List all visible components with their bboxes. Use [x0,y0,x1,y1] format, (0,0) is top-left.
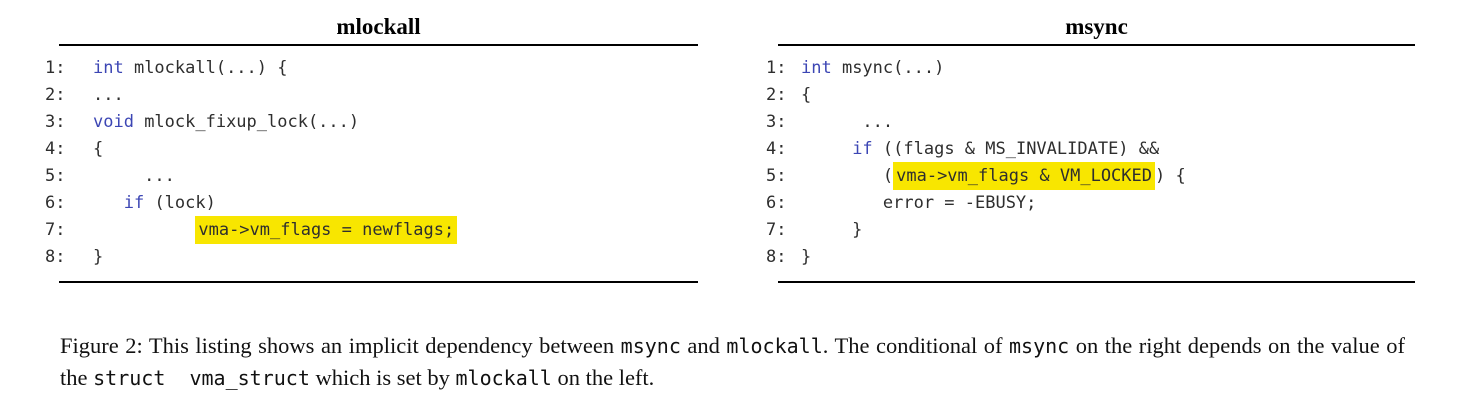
code-line: 6: error = -EBUSY; [766,190,1415,217]
top-rule [59,44,698,46]
keyword-token: void [93,112,134,132]
code-line: 2:... [45,82,698,109]
code-text: ( [801,166,894,186]
code-text: } [93,247,104,267]
panel-title-mlockall: mlockall [336,14,421,39]
code-line: 8:} [766,244,1415,271]
bottom-rule [778,281,1415,283]
line-number: 7: [45,220,66,240]
line-number: 3: [45,112,66,132]
line-number: 8: [45,247,66,267]
code-text: (lock) [144,193,216,213]
line-number: 7: [766,220,787,240]
line-number: 6: [45,193,66,213]
code-text: { [93,139,104,159]
code-line: 2: { [766,82,1415,109]
line-number: 5: [45,166,66,186]
caption-text: and [680,333,727,358]
code-line: 5: ... [45,163,698,190]
caption-code-term: msync [1008,334,1070,358]
code-text: { [801,85,812,105]
code-text: } [801,247,812,267]
caption-text: . The conditional of [822,333,1009,358]
caption-text: which is set by [309,365,456,390]
highlighted-code: vma->vm_flags & VM_LOCKED [893,162,1155,190]
line-number: 8: [766,247,787,267]
caption-text: on the left. [551,365,655,390]
line-number: 2: [45,85,66,105]
panel-title-msync: msync [1065,14,1128,39]
code-listing-msync: 1:int msync(...)2:{3: ...4: if ((flags &… [766,46,1415,281]
code-text: } [801,220,863,240]
code-line: 6: if (lock) [45,190,698,217]
line-number: 2: [766,85,787,105]
code-text: mlockall(...) { [123,58,288,78]
code-panel-msync: msync 1:int msync(...)2:{3: ...4: if ((f… [766,12,1415,283]
bottom-rule [59,281,698,283]
code-line: 7: vma->vm_flags = newflags; [45,216,698,244]
line-number: 1: [45,58,66,78]
code-line: 1: int mlockall(...) { [45,55,698,82]
code-line: 4: if ((flags & MS_INVALIDATE) && [766,136,1415,163]
code-text: ... [93,85,124,105]
line-number: 1: [766,58,787,78]
code-line: 4: { [45,136,698,163]
code-line: 8:} [45,244,698,271]
caption-code-term: struct vma_struct [93,366,310,390]
code-text: ... [93,166,175,186]
code-text [801,139,852,159]
caption-code-term: mlockall [726,334,823,358]
line-number: 6: [766,193,787,213]
code-line: 3: void mlock_fixup_lock(...) [45,109,698,136]
code-text [93,220,195,240]
code-text: mlock_fixup_lock(...) [133,112,360,132]
caption-code-term: mlockall [455,366,552,390]
code-text: ) { [1155,166,1186,186]
highlighted-code: vma->vm_flags = newflags; [195,216,458,244]
caption-text: on the right depends on the value of the [60,333,1406,390]
caption-text: Figure 2: This listing shows an implicit… [60,333,621,358]
code-text: error = -EBUSY; [801,193,1037,213]
keyword-token: int [93,58,124,78]
line-number: 5: [766,166,787,186]
code-text: ... [801,112,894,132]
figure-caption: Figure 2: This listing shows an implicit… [60,330,1405,394]
line-number: 4: [45,139,66,159]
line-number: 3: [766,112,787,132]
code-line: 3: ... [766,109,1415,136]
line-number: 4: [766,139,787,159]
keyword-token: if [123,193,145,213]
keyword-token: int [801,58,832,78]
code-line: 1: int msync(...) [766,55,1415,82]
code-line: 5: (vma->vm_flags & VM_LOCKED) { [766,162,1415,190]
code-text: ((flags & MS_INVALIDATE) && [872,139,1160,159]
keyword-token: if [852,139,873,159]
code-listing-mlockall: 1: int mlockall(...) { 2:... 3: void mlock_f… [45,46,698,281]
code-line: 7: } [766,217,1415,244]
top-rule [778,44,1415,46]
caption-code-term: msync [620,334,681,358]
code-panel-mlockall: mlockall 1: int mlockall(...) { 2:... 3: voi… [45,12,698,283]
code-text [93,193,124,213]
code-text: msync(...) [831,58,945,78]
